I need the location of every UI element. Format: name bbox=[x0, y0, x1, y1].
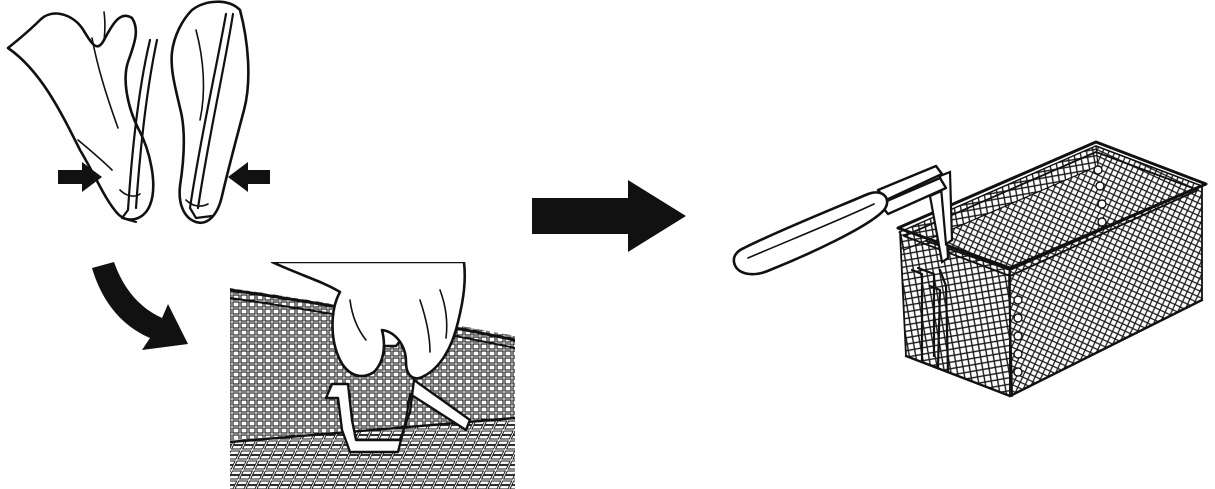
curved-arrow-down-icon bbox=[92, 262, 188, 350]
right-hand-icon bbox=[170, 0, 250, 225]
hand-hooking-icon bbox=[270, 262, 467, 380]
left-hand-icon bbox=[6, 12, 155, 221]
step1-hands-squeeze-illustration bbox=[6, 0, 270, 225]
handle-wire-left bbox=[120, 38, 152, 224]
squeeze-arrow-right-icon bbox=[228, 162, 270, 192]
step3-assembled-basket-illustration bbox=[732, 140, 1208, 398]
handle-wire-right bbox=[188, 12, 228, 220]
handle-clip-icon bbox=[324, 378, 472, 454]
basket-handle-grip-icon bbox=[732, 191, 889, 276]
step2-hook-closeup-illustration bbox=[230, 262, 515, 489]
next-step-arrow-icon bbox=[532, 180, 686, 252]
squeeze-arrow-left-icon bbox=[58, 162, 102, 192]
